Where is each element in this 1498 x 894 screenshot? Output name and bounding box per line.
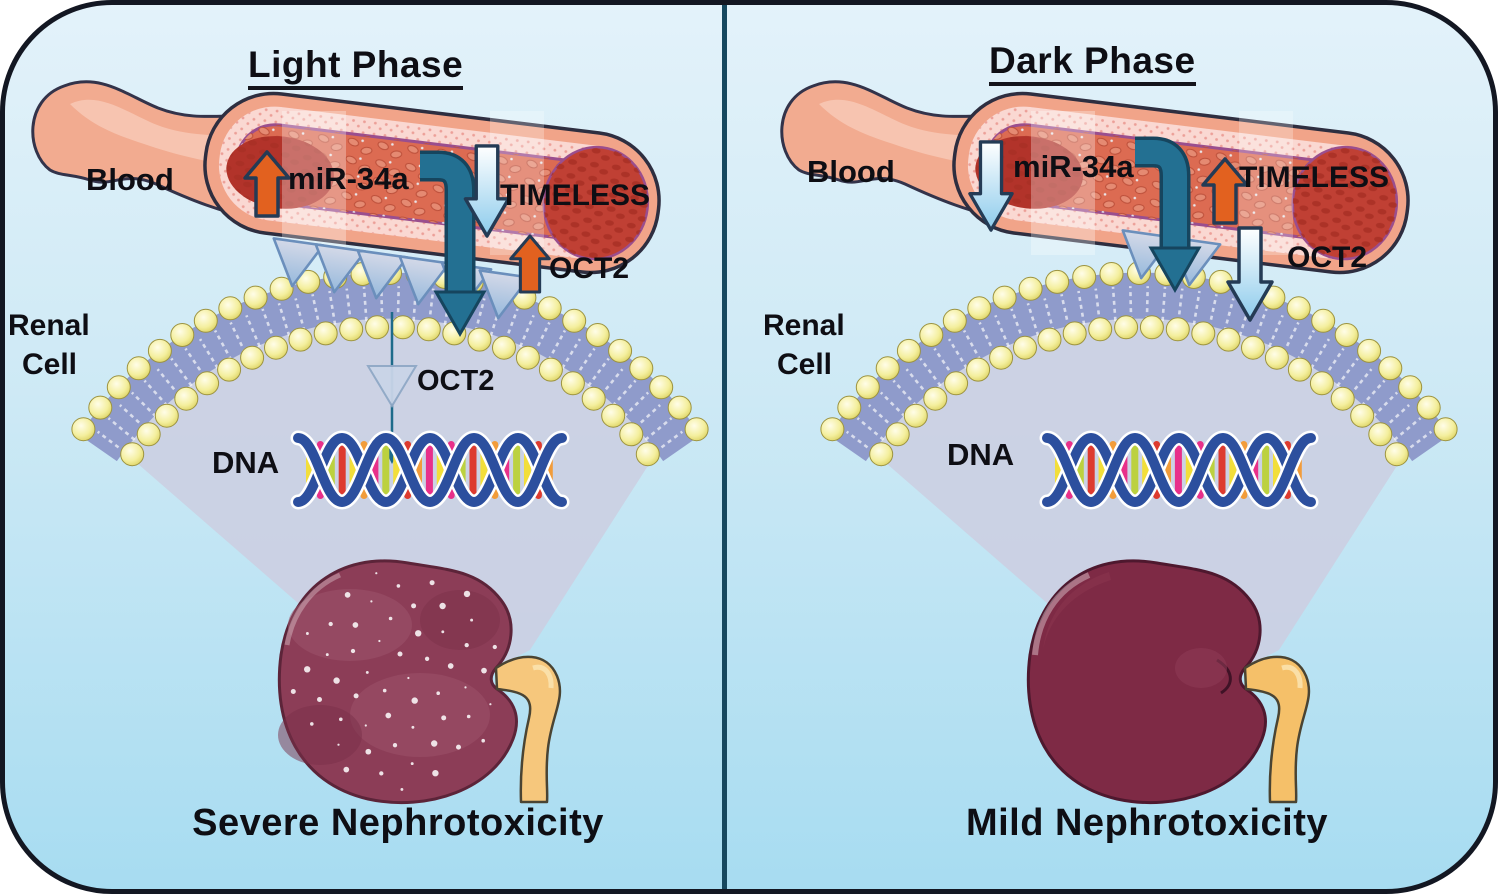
- mir34a-label: miR-34a: [288, 161, 409, 196]
- panel-title: Dark Phase: [989, 42, 1196, 86]
- outcome-label: Mild Nephrotoxicity: [965, 802, 1329, 844]
- blood-label: Blood: [807, 154, 895, 189]
- mir34a-secretion-curved-arrow: [420, 150, 487, 338]
- blood-label: Blood: [86, 162, 174, 197]
- mir34a-secretion-curved-arrow: [1135, 136, 1202, 294]
- oct2-vessel-label: OCT2: [549, 252, 630, 285]
- mir34a-label: miR-34a: [1013, 149, 1134, 184]
- outcome-label: Severe Nephrotoxicity: [192, 802, 604, 844]
- dna-label: DNA: [947, 437, 1015, 472]
- ureter: [494, 655, 562, 804]
- cell-membrane: [71, 261, 709, 467]
- panel-light-phase: Light Phase Blood miR-34a TIMELESS OCT2 …: [8, 46, 709, 842]
- renal-cell-label-line2: Cell: [777, 348, 833, 381]
- ureter: [1243, 655, 1311, 804]
- oct2-vessel-label: OCT2: [1287, 241, 1368, 274]
- light-phase-artwork: [31, 80, 709, 804]
- kidney-illustration: [1026, 559, 1311, 804]
- kidney-illustration: [277, 559, 562, 804]
- oct2-cell-label: OCT2: [417, 365, 495, 397]
- renal-cell-label-line2: Cell: [22, 348, 78, 381]
- panel-title: Light Phase: [248, 46, 464, 90]
- blood-vessel-illustration: [31, 80, 661, 275]
- panel-dark-phase: Dark Phase Blood miR-34a TIMELESS OCT2 R…: [749, 5, 1493, 889]
- dna-helix: [1039, 430, 1319, 510]
- timeless-label: TIMELESS: [1239, 161, 1390, 194]
- renal-cell-label-line1: Renal: [8, 309, 90, 342]
- renal-cell-label-line1: Renal: [763, 309, 845, 342]
- panel-divider: [722, 5, 727, 889]
- timeless-label: TIMELESS: [500, 179, 651, 212]
- dna-label: DNA: [212, 445, 280, 480]
- dark-phase-artwork: [780, 80, 1458, 804]
- oct2-transporter-in-cell: [366, 365, 418, 408]
- dna-helix: [290, 430, 570, 510]
